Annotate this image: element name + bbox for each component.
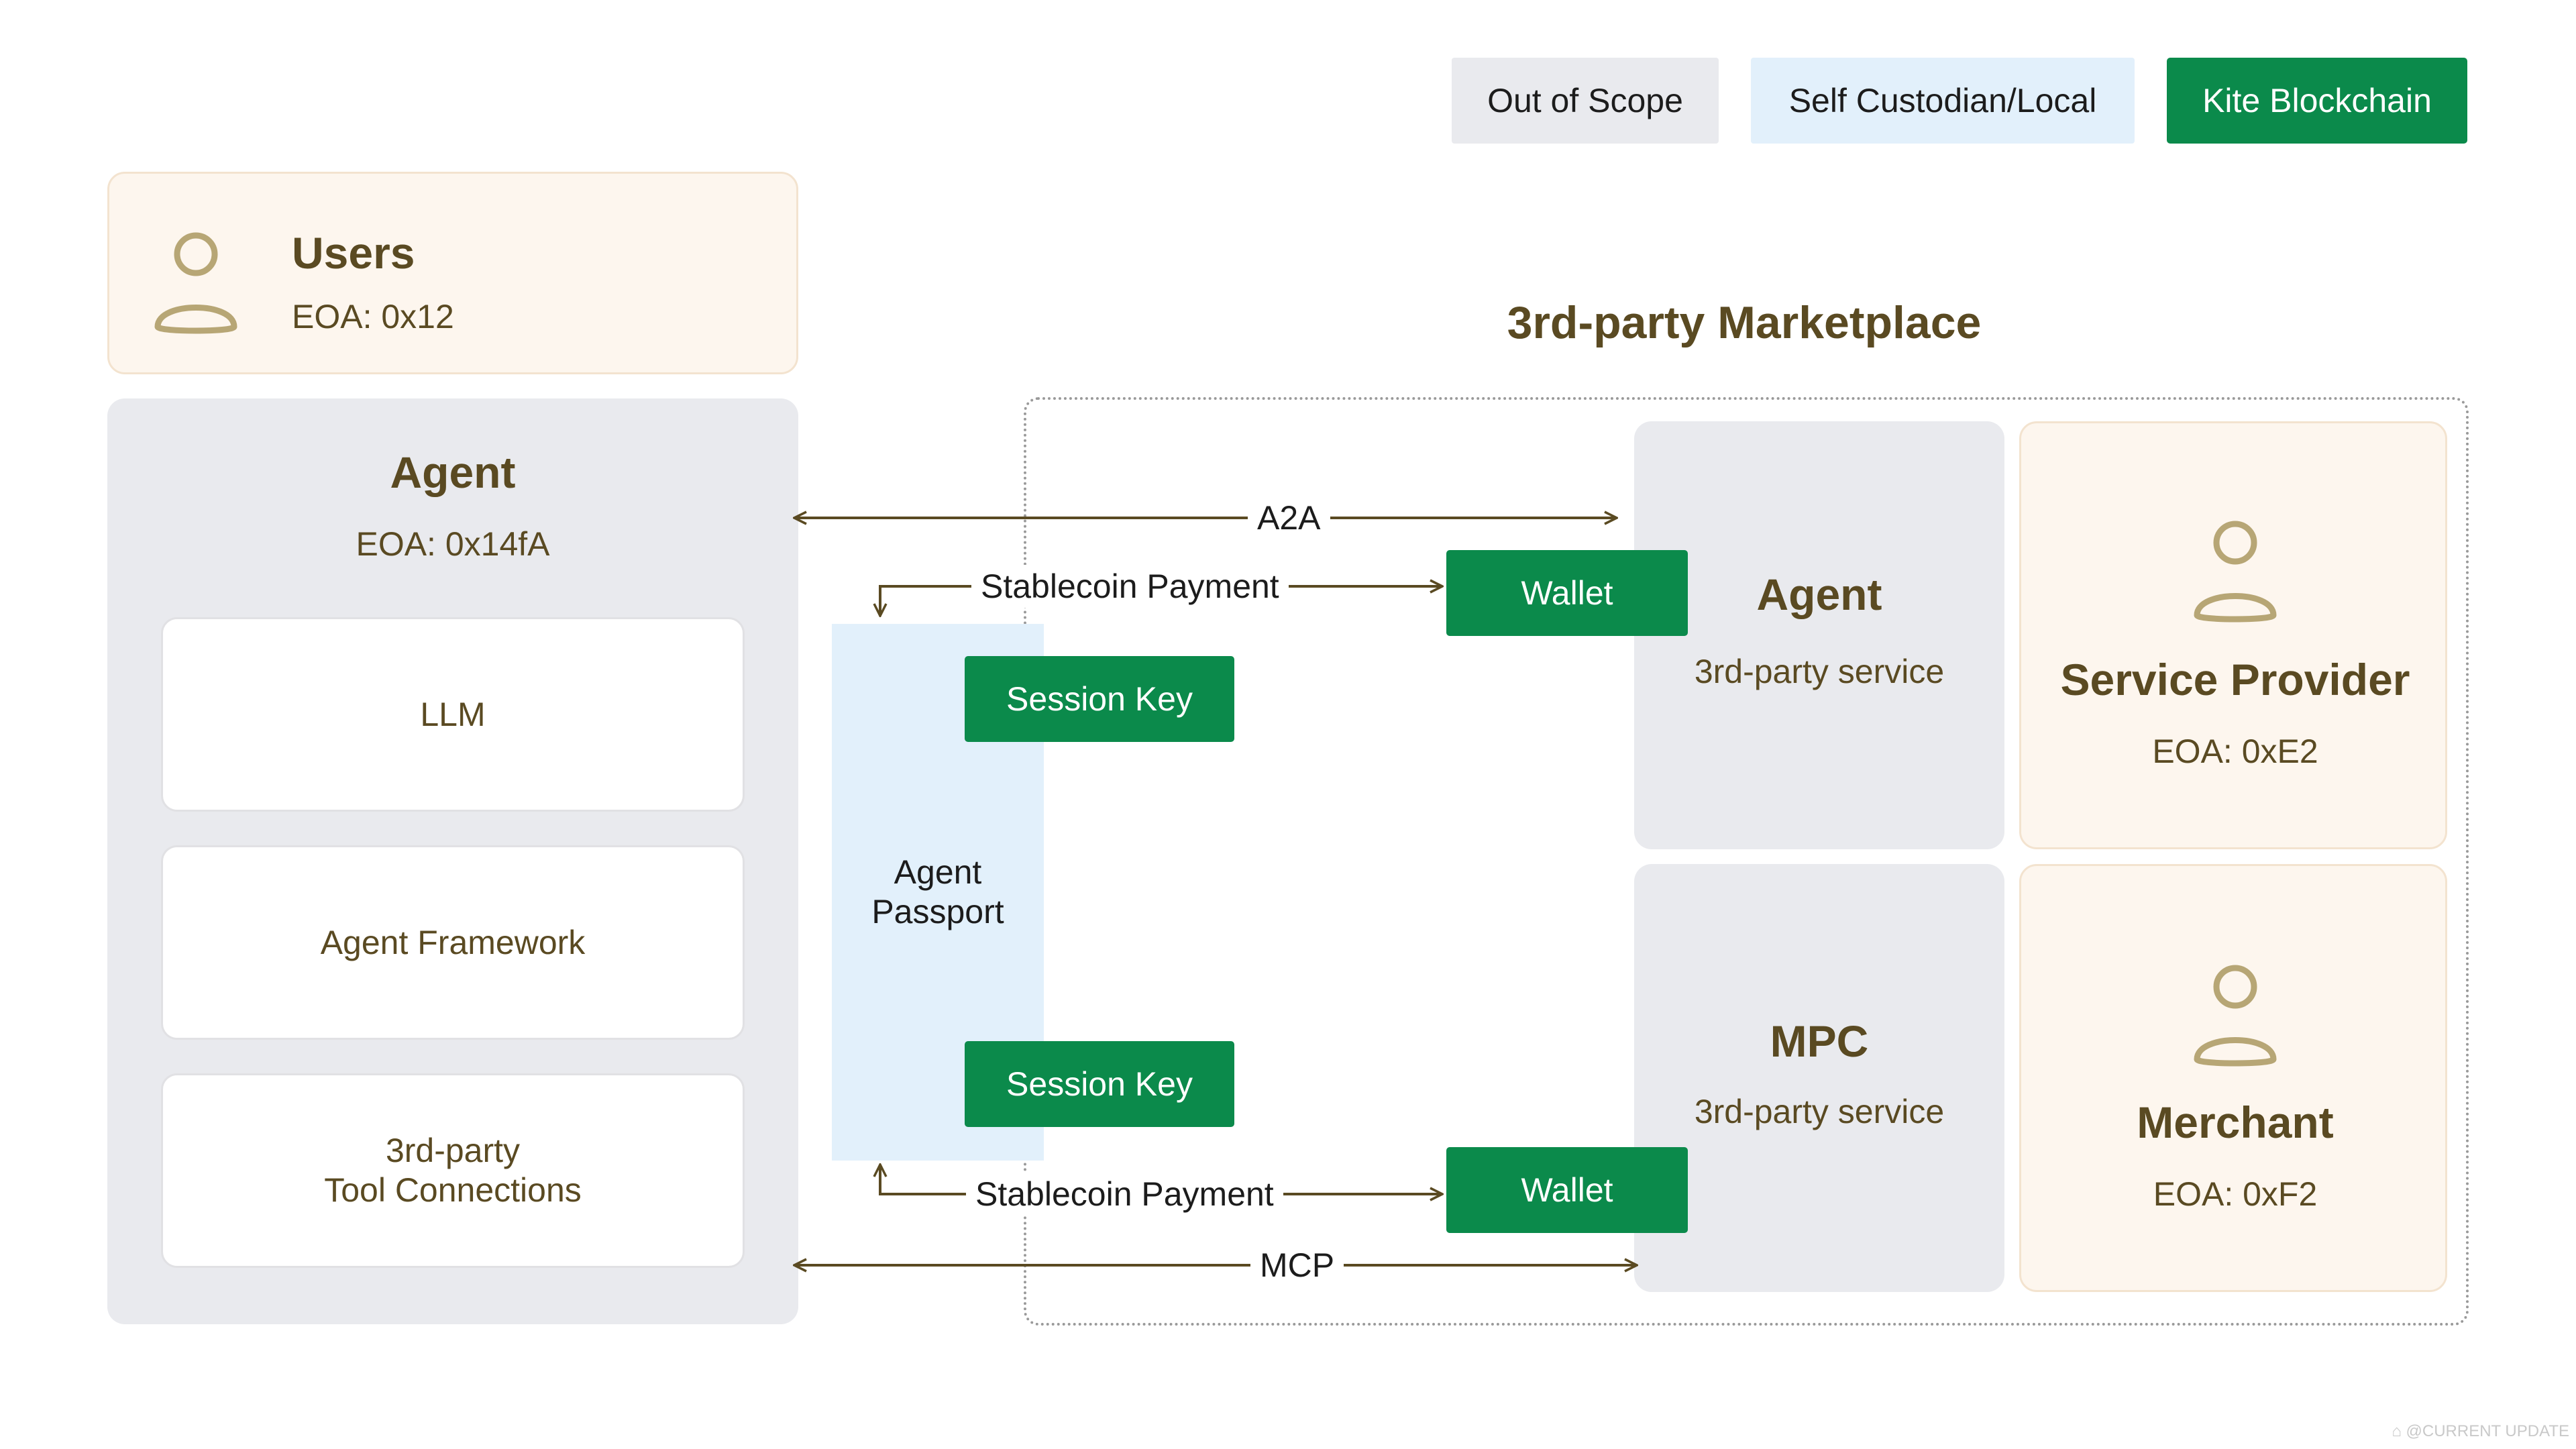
wallet-top: Wallet xyxy=(1446,550,1688,636)
merchant-title: Merchant xyxy=(2137,1097,2334,1147)
users-eoa: EOA: 0x12 xyxy=(292,298,454,335)
stablecoin-bottom-label: Stablecoin Payment xyxy=(966,1173,1283,1216)
legend-self-custodian: Self Custodian/Local xyxy=(1751,58,2135,144)
merchant-eoa: EOA: 0xF2 xyxy=(2153,1175,2318,1213)
user-icon xyxy=(2194,521,2277,623)
service-provider-box: Service Provider EOA: 0xE2 xyxy=(2019,421,2447,849)
session-key-bottom: Session Key xyxy=(965,1041,1234,1127)
agent-title: Agent xyxy=(390,447,516,497)
service-provider-eoa: EOA: 0xE2 xyxy=(2152,733,2318,770)
legend-out-of-scope: Out of Scope xyxy=(1452,58,1719,144)
user-icon xyxy=(154,232,237,334)
legend-kite-blockchain: Kite Blockchain xyxy=(2167,58,2467,144)
users-title: Users xyxy=(292,228,415,278)
service-provider-title: Service Provider xyxy=(2060,655,2410,704)
users-box: Users EOA: 0x12 xyxy=(107,172,798,374)
agent-service-sub: 3rd-party service xyxy=(1694,653,1945,690)
marketplace-title: 3rd-party Marketplace xyxy=(1507,297,1982,348)
mpc-service-sub: 3rd-party service xyxy=(1694,1093,1945,1130)
merchant-box: Merchant EOA: 0xF2 xyxy=(2019,864,2447,1292)
watermark: ⌂ @CURRENT UPDATE xyxy=(2392,1422,2569,1440)
agent-framework-card: Agent Framework xyxy=(161,845,745,1040)
agent-service-box: Agent 3rd-party service xyxy=(1634,421,2004,849)
mpc-service-title: MPC xyxy=(1770,1016,1869,1066)
mcp-label: MCP xyxy=(1250,1244,1344,1287)
tool-connections-card: 3rd-party Tool Connections xyxy=(161,1073,745,1268)
session-key-top: Session Key xyxy=(965,656,1234,742)
agent-eoa: EOA: 0x14fA xyxy=(356,525,550,563)
a2a-label: A2A xyxy=(1248,496,1330,539)
stablecoin-top-label: Stablecoin Payment xyxy=(971,565,1289,608)
agent-service-title: Agent xyxy=(1756,570,1882,619)
mpc-service-box: MPC 3rd-party service xyxy=(1634,864,2004,1292)
wallet-bottom: Wallet xyxy=(1446,1147,1688,1233)
agent-panel: Agent EOA: 0x14fA LLM Agent Framework 3r… xyxy=(107,398,798,1324)
user-icon xyxy=(2194,965,2277,1067)
llm-card: LLM xyxy=(161,617,745,812)
